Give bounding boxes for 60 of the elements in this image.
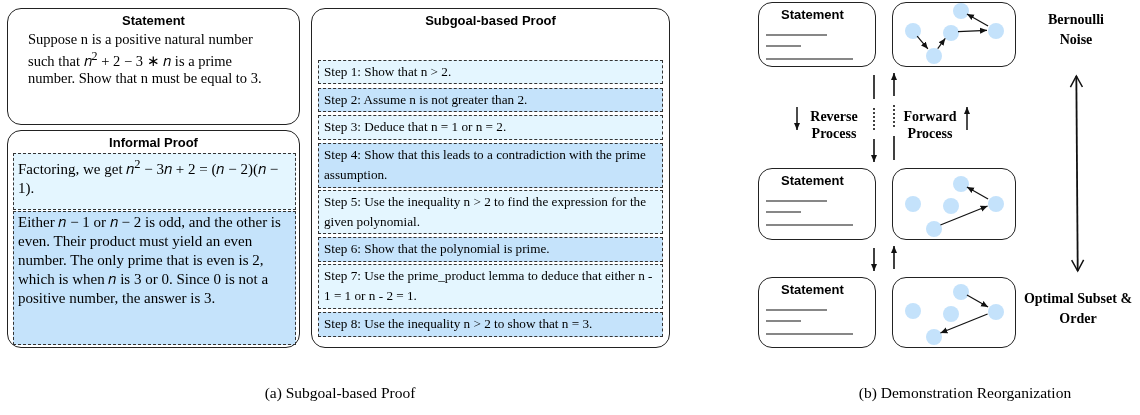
card-heading: Statement xyxy=(781,7,845,22)
subgoal-step: Step 7: Use the prime_product lemma to deduce that either n - 1 = 1 or n - 2 = 1. xyxy=(318,264,663,309)
node-dot xyxy=(905,23,921,39)
subgoal-step: Step 2: Assume n is not greater than 2. xyxy=(318,88,663,112)
node-dot xyxy=(988,23,1004,39)
arrow xyxy=(871,74,877,163)
process-label: Forward Process xyxy=(902,108,958,142)
process-label: Reverse Process xyxy=(809,108,859,142)
node-dot xyxy=(926,329,942,345)
card-heading: Informal Proof xyxy=(108,135,199,150)
arrow xyxy=(1069,75,1085,272)
node-dot xyxy=(953,3,969,19)
node-dot xyxy=(953,176,969,192)
node-dot xyxy=(905,196,921,212)
card-heading: Statement xyxy=(781,282,845,297)
subgoal-step: Step 3: Deduce that n = 1 or n = 2. xyxy=(318,115,663,140)
stage-label: Optimal Subset & Order xyxy=(1016,289,1140,331)
statement-card xyxy=(758,2,876,67)
arrow xyxy=(939,205,989,226)
graph-panel xyxy=(892,168,1016,240)
arrow xyxy=(966,294,989,308)
figure-caption: (b) Demonstration Reorganization xyxy=(857,384,1073,401)
node-dot xyxy=(953,284,969,300)
arrow xyxy=(966,13,989,27)
node-dot xyxy=(926,221,942,237)
subgoal-step: Step 4: Show that this leads to a contradiction with the prime assumption. xyxy=(318,143,663,188)
subgoal-panel xyxy=(311,8,670,348)
arrow xyxy=(891,72,897,161)
arrow xyxy=(957,27,988,34)
node-dot xyxy=(988,196,1004,212)
node-dot xyxy=(905,303,921,319)
arrow xyxy=(966,186,989,200)
node-dot xyxy=(926,48,942,64)
proof-panel xyxy=(7,130,300,348)
arrow xyxy=(939,313,989,334)
proof-paragraph: Either 𝑛 − 1 or 𝑛 − 2 is odd, and the other is even. Their product must yield an even number. The only prime that is even is 2, which is when 𝑛 is 3 or 0. Since 0 is not a positive number, the answer is 3. xyxy=(13,211,296,345)
card-heading: Statement xyxy=(781,173,845,188)
subgoal-step: Step 8: Use the inequality n > 2 to show that n = 3. xyxy=(318,312,663,337)
node-dot xyxy=(988,304,1004,320)
statement-text: Suppose n is a positive natural number such that 𝑛$^{2}$ + 2 − 3 ∗ 𝑛 is a prime number. Show that n must be equal to 3. xyxy=(27,30,263,87)
subgoal-step: Step 6: Show that the polynomial is prime. xyxy=(318,237,663,262)
graph-panel xyxy=(892,277,1016,348)
arrow xyxy=(871,247,877,272)
arrow xyxy=(937,37,946,50)
statement-card xyxy=(7,8,300,125)
node-dot xyxy=(943,306,959,322)
stage-label: Bernoulli Noise xyxy=(1036,10,1116,50)
card-heading: Statement xyxy=(121,13,186,28)
node-dot xyxy=(943,198,959,214)
node-dot xyxy=(943,25,959,41)
card-heading: Subgoal-based Proof xyxy=(424,13,557,28)
subgoal-step: Step 5: Use the inequality n > 2 to find the expression for the given polynomial. xyxy=(318,190,663,234)
arrow xyxy=(891,245,897,270)
graph-panel xyxy=(892,2,1016,67)
subgoal-step: Step 1: Show that n > 2. xyxy=(318,60,663,84)
arrow xyxy=(916,35,929,50)
proof-paragraph: Factoring, we get 𝑛$^{2}$ − 3𝑛 + 2 = (𝑛 − 2)(𝑛 − 1). xyxy=(13,153,296,210)
statement-card xyxy=(758,168,876,240)
figure-caption: (a) Subgoal-based Proof xyxy=(263,384,417,401)
statement-card xyxy=(758,277,876,348)
